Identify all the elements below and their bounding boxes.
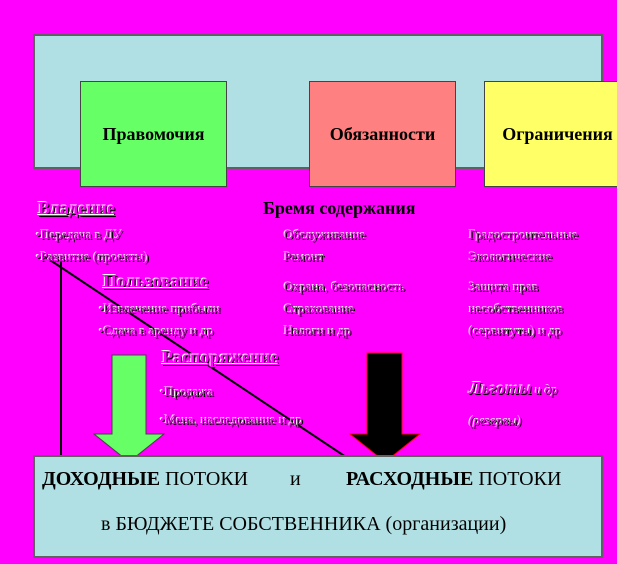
restriction-item-5: (сервитуты) и др bbox=[469, 323, 562, 338]
ownership-item-1: •Передача в ДУ bbox=[36, 227, 123, 242]
income-arrow bbox=[92, 354, 166, 463]
income-rest: ПОТОКИ bbox=[160, 468, 249, 490]
rights-label: Правомочия bbox=[102, 123, 205, 144]
burden-item-3: Охрана, безопасность bbox=[284, 279, 405, 294]
burden-item-5: Налоги и др bbox=[284, 323, 352, 338]
income-bold: ДОХОДНЫЕ bbox=[42, 468, 161, 490]
expense-rest: ПОТОКИ bbox=[473, 468, 562, 490]
restrictions-box: Ограничения bbox=[484, 81, 617, 187]
expense-line bbox=[43, 255, 356, 464]
expense-bold: РАСХОДНЫЕ bbox=[346, 468, 474, 490]
ownership-item-2: •Развитие (проекты) bbox=[36, 249, 149, 264]
burden-item-2: Ремонт bbox=[284, 249, 325, 264]
ownership-heading: Владение bbox=[38, 198, 115, 218]
burden-item-4: Страхование bbox=[284, 301, 355, 316]
burden-heading: Бремя содержания bbox=[263, 198, 416, 218]
expense-arrow bbox=[348, 352, 422, 463]
restriction-item-4: несобственников bbox=[469, 301, 564, 316]
usage-item-1: •Извлечение прибыли bbox=[99, 301, 221, 316]
usage-item-2: •Сдача в аренду и др bbox=[99, 323, 214, 338]
duties-label: Обязанности bbox=[329, 123, 436, 144]
restriction-item-1: Градостроительные bbox=[469, 227, 579, 242]
disposal-heading: Распоряжение bbox=[162, 347, 279, 367]
budget-owner-text: в БЮДЖЕТЕ СОБСТВЕННИКА (организации) bbox=[101, 513, 507, 535]
restriction-item-3: Защита прав bbox=[469, 279, 539, 294]
reserves-text: (резервы) bbox=[469, 413, 522, 428]
expense-flows: РАСХОДНЫЕ ПОТОКИ bbox=[346, 468, 561, 491]
duties-box: Обязанности bbox=[309, 81, 456, 187]
disposal-item-2: •Мена, наследование и др bbox=[160, 412, 303, 427]
usage-heading: Пользование bbox=[103, 271, 209, 291]
restrictions-label: Ограничения bbox=[502, 123, 613, 144]
benefits-text: Льготы и др bbox=[469, 378, 558, 399]
burden-item-1: Обслуживание bbox=[284, 227, 366, 242]
income-flows: ДОХОДНЫЕ ПОТОКИ bbox=[42, 468, 248, 491]
top-panel: Правомочия Обязанности Ограничения bbox=[33, 34, 617, 187]
rights-box: Правомочия bbox=[80, 81, 227, 187]
benefits-rest: и др bbox=[531, 382, 558, 397]
benefits-label: Льготы bbox=[469, 378, 532, 398]
disposal-item-1: •Продажа bbox=[160, 384, 214, 399]
and-text: и bbox=[290, 468, 301, 490]
restriction-item-2: Экологические bbox=[469, 249, 553, 264]
budget-panel bbox=[33, 455, 603, 558]
